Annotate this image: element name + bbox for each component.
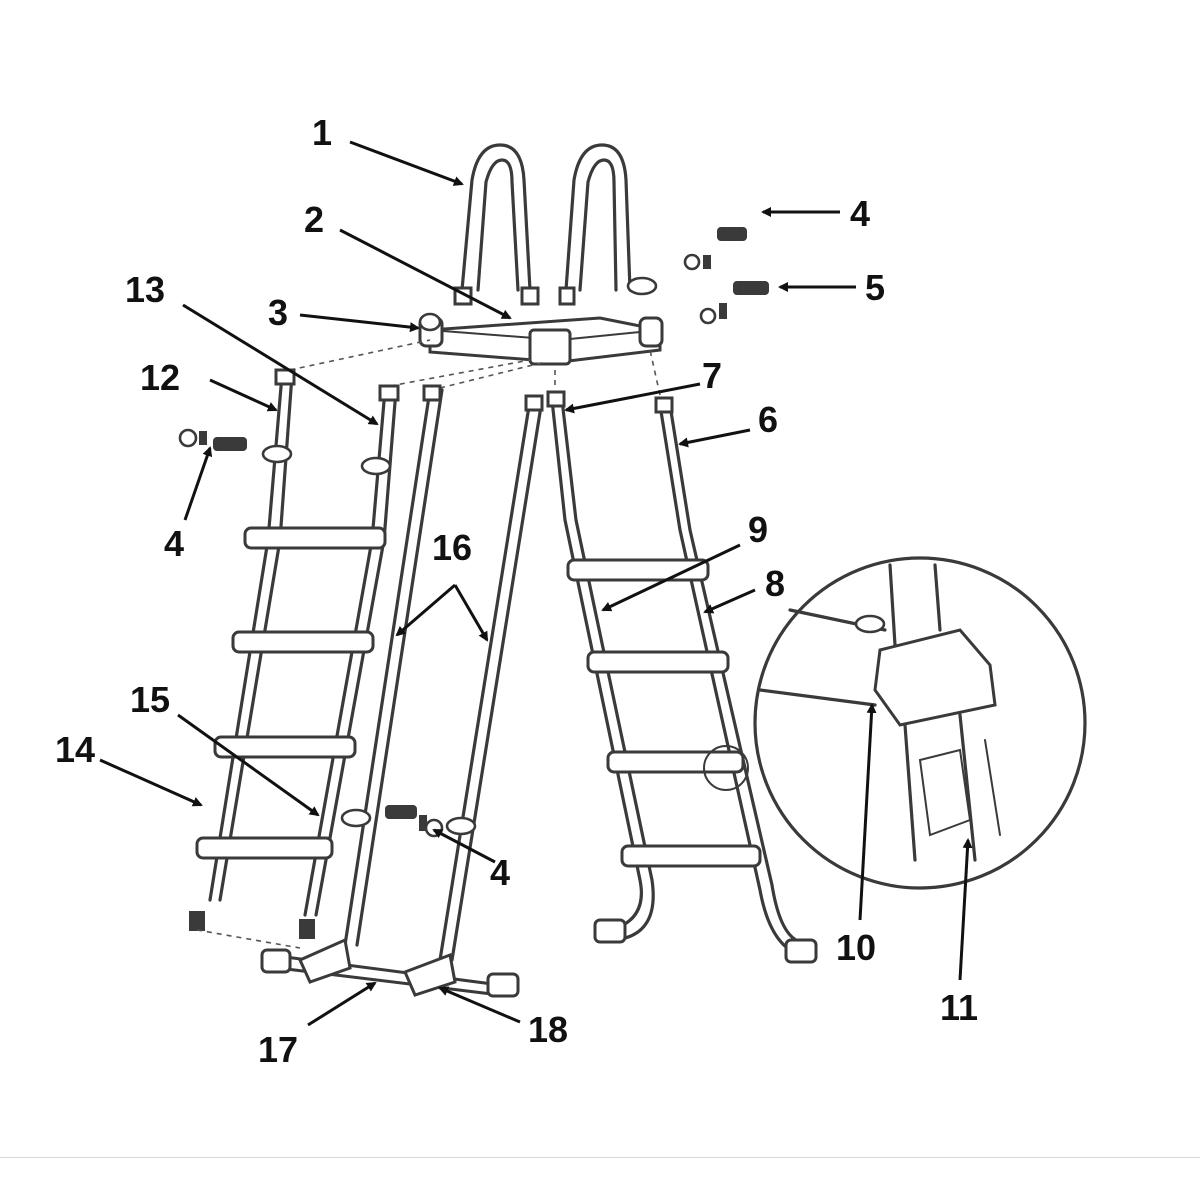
top-platform (418, 276, 664, 366)
callout-15: 15 (130, 679, 170, 720)
callout-5: 5 (865, 267, 885, 308)
footer-divider (0, 1157, 1200, 1158)
bolt-set-bottom (385, 805, 444, 838)
callout-16: 16 (432, 527, 472, 568)
left-ladder (189, 368, 400, 939)
detail-magnifier (753, 556, 1087, 890)
callout-4-bottom: 4 (490, 852, 510, 893)
callout-14: 14 (55, 729, 95, 770)
right-ladder (546, 390, 818, 964)
callout-2: 2 (304, 199, 324, 240)
callout-17: 17 (258, 1029, 298, 1070)
bolt-set-left (178, 428, 247, 451)
callout-3: 3 (268, 292, 288, 333)
callout-4-left: 4 (164, 523, 184, 564)
callout-6: 6 (758, 399, 778, 440)
callout-4-top: 4 (850, 193, 870, 234)
bolt-set-upper (683, 227, 769, 325)
callout-18: 18 (528, 1009, 568, 1050)
callout-12: 12 (140, 357, 180, 398)
handrail-right (558, 143, 632, 306)
callout-9: 9 (748, 509, 768, 550)
bottom-base (260, 937, 520, 998)
callout-13: 13 (125, 269, 165, 310)
callout-1: 1 (312, 112, 332, 153)
callout-7: 7 (702, 355, 722, 396)
callout-10: 10 (836, 927, 876, 968)
center-support-legs (340, 384, 544, 962)
handrail-left (453, 143, 540, 306)
callout-11: 11 (940, 987, 978, 1028)
callout-8: 8 (765, 563, 785, 604)
